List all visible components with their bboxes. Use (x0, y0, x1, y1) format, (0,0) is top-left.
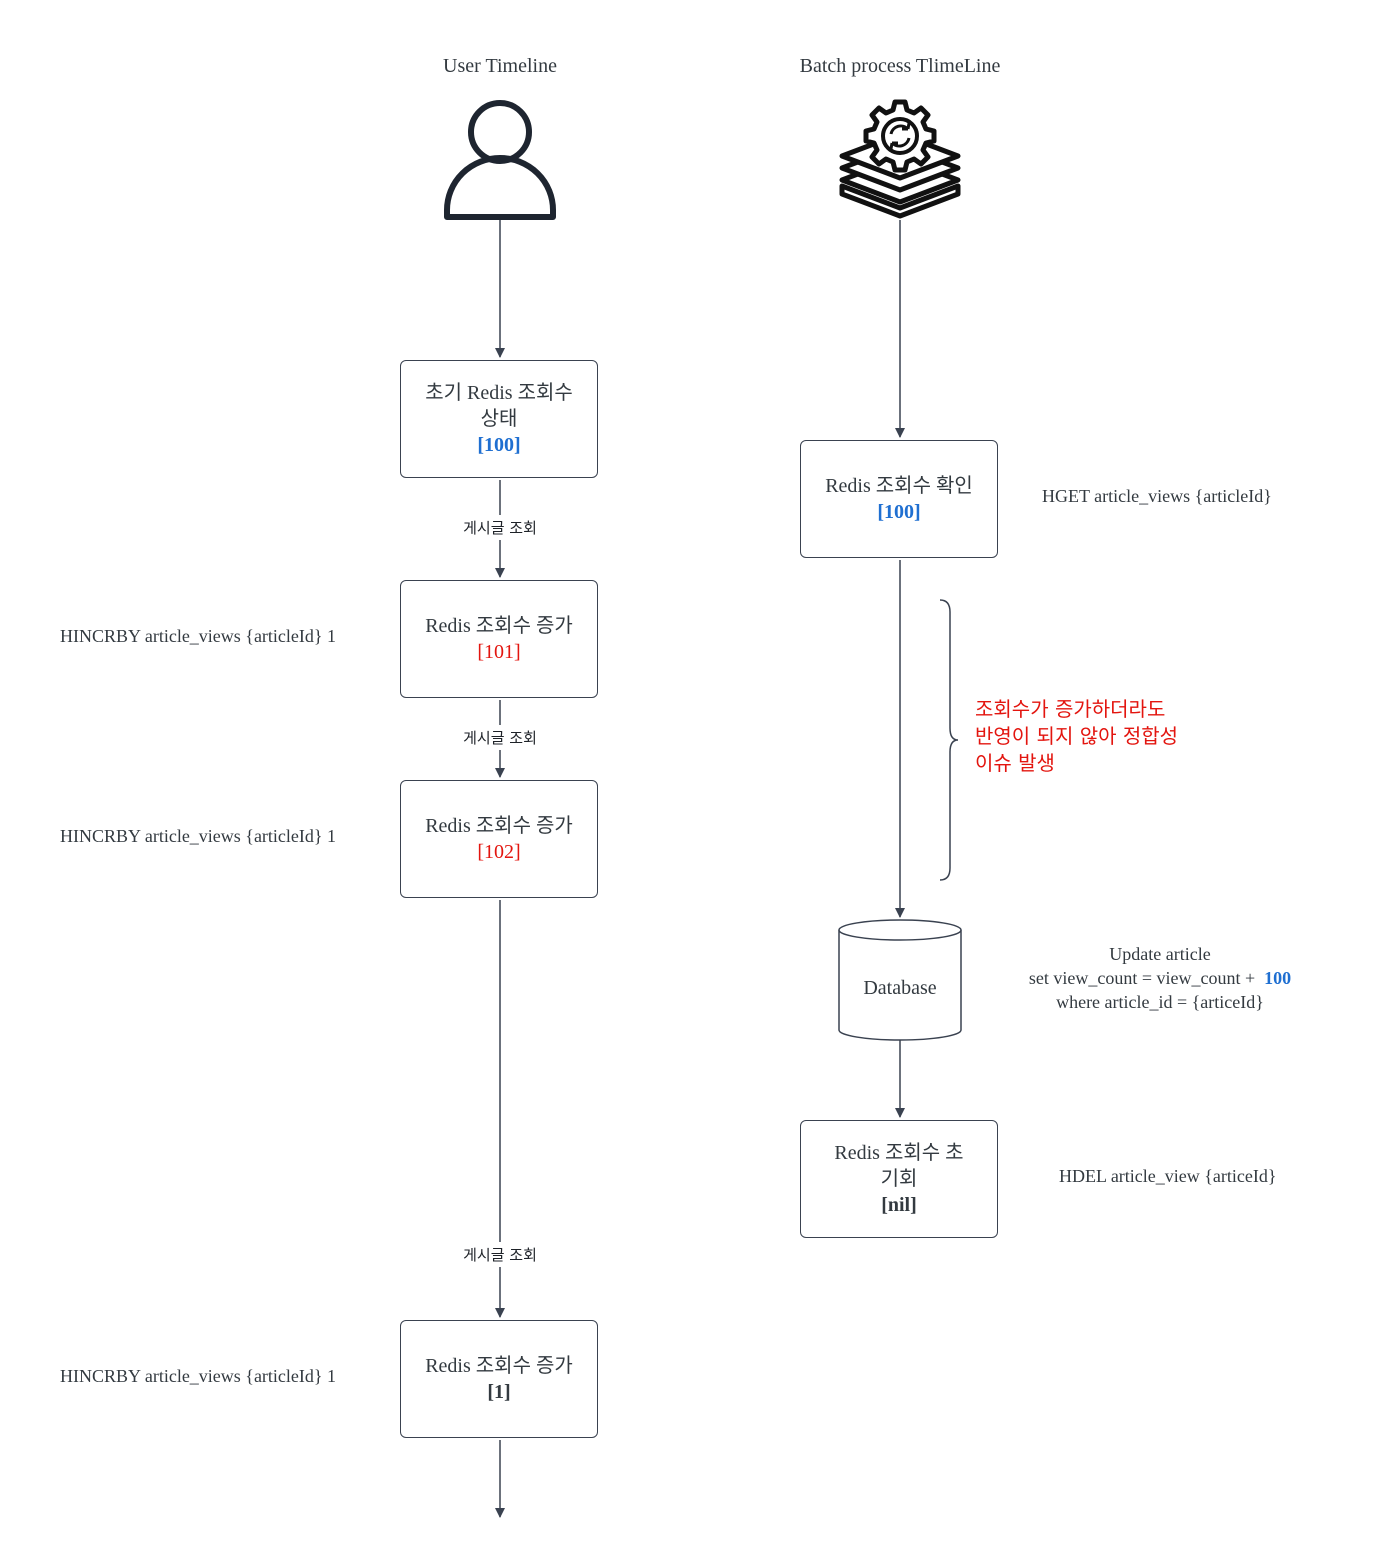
redis-reset-box: Redis 조회수 초기회 [nil] (800, 1120, 998, 1238)
hincrby-command-1: HINCRBY article_views {articleId} 1 (60, 626, 337, 646)
redis-reset-value: [nil] (881, 1194, 917, 1216)
hincrby-command-2: HINCRBY article_views {articleId} 1 (60, 826, 337, 846)
initial-redis-state-value: [100] (477, 434, 521, 456)
consistency-issue-note-line-2: 반영이 되지 않아 정합성 (975, 724, 1179, 748)
hget-command: HGET article_views {articleId} (1042, 486, 1272, 506)
edge-label-view-post-1: 게시글 조회 (461, 515, 539, 540)
redis-check-value: [100] (877, 501, 921, 523)
redis-increment-label-1: Redis 조회수 증가 (425, 615, 573, 637)
redis-reset-label: Redis 조회수 초기회 (834, 1142, 964, 1190)
edge-label-view-post-2: 게시글 조회 (461, 725, 539, 750)
hdel-command: HDEL article_view {articeId} (1059, 1166, 1277, 1186)
redis-increment-box-1: Redis 조회수 증가 [101] (400, 580, 598, 698)
redis-check-box: Redis 조회수 확인 [100] (800, 440, 998, 558)
redis-increment-box-2: Redis 조회수 증가 [102] (400, 780, 598, 898)
initial-redis-state-label: 초기 Redis 조회수 상태 (425, 382, 573, 430)
consistency-issue-note-line-1: 조회수가 증가하더라도 (975, 697, 1166, 721)
consistency-issue-note: 조회수가 증가하더라도 반영이 되지 않아 정합성 이슈 발생 (975, 696, 1178, 777)
redis-increment-value-2: [102] (477, 841, 521, 863)
initial-redis-state-box: 초기 Redis 조회수 상태 [100] (400, 360, 598, 478)
curly-brace (939, 599, 959, 881)
consistency-issue-note-line-3: 이슈 발생 (975, 751, 1055, 775)
sql-line-3: where article_id = {articeId} (1056, 992, 1264, 1012)
hincrby-command-3: HINCRBY article_views {articleId} 1 (60, 1366, 337, 1386)
update-sql-statement: Update article set view_count = view_cou… (1000, 942, 1320, 1014)
user-icon (444, 100, 556, 220)
sql-line-2-prefix: set view_count = view_count + (1028, 968, 1256, 988)
batch-process-gear-icon (839, 99, 961, 219)
database-label: Database (863, 977, 937, 999)
sql-line-2: set view_count = view_count + 100 (1000, 966, 1320, 990)
sql-line-1: Update article (1109, 944, 1211, 964)
redis-increment-value-3: [1] (487, 1381, 511, 1403)
redis-increment-box-3: Redis 조회수 증가 [1] (400, 1320, 598, 1438)
sql-line-2-value: 100 (1264, 968, 1292, 988)
redis-check-label: Redis 조회수 확인 (825, 475, 973, 497)
redis-increment-label-2: Redis 조회수 증가 (425, 815, 573, 837)
redis-increment-label-3: Redis 조회수 증가 (425, 1355, 573, 1377)
edge-label-view-post-3: 게시글 조회 (461, 1242, 539, 1267)
batch-timeline-title: Batch process TlimeLine (799, 55, 1001, 77)
database-cylinder (838, 919, 962, 1041)
redis-increment-value-1: [101] (477, 641, 521, 663)
user-timeline-title: User Timeline (443, 55, 557, 77)
